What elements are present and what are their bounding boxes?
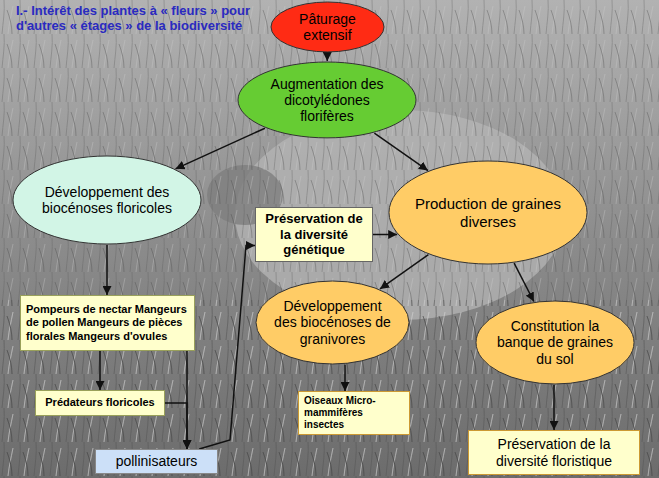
connector-arrow	[344, 364, 346, 391]
text-block: Développement des biocénoses de granivor…	[274, 298, 392, 346]
node-text: Augmentation des dicotylédones florifère…	[259, 76, 396, 124]
node-text: Pompeurs de nectar Mangeurs de pollen Ma…	[26, 303, 189, 343]
diagram-title: I.- Intérêt des plantes à « fleurs » pou…	[16, 4, 256, 34]
note-box: Préservation de la diversité génétique	[255, 207, 373, 262]
connector-arrow	[373, 234, 397, 236]
text-block: Augmentation des dicotylédones florifère…	[259, 76, 396, 124]
connector-arrow	[106, 245, 108, 295]
connector-arrow	[176, 128, 265, 169]
text-block: Développement des biocénoses floricoles	[35, 184, 179, 216]
start-ellipse: Pâturage extensif	[270, 1, 385, 53]
ellipse-shape	[238, 62, 416, 138]
ellipse-shape	[271, 2, 384, 52]
text-block: Préservation de la diversité floristique	[474, 436, 634, 470]
ellipse-shape	[13, 156, 201, 244]
connector-arrow	[199, 246, 255, 450]
node-text: Prédateurs floricoles	[41, 396, 159, 409]
node-text: Préservation de la diversité floristique	[474, 436, 634, 470]
connector-arrow	[514, 263, 534, 301]
node-text: Oiseaux Micro-mammifères insectes	[304, 395, 404, 431]
text-block: Préservation de la diversité génétique	[261, 211, 367, 258]
result-box: pollinisateurs	[95, 449, 218, 474]
connector-arrow	[186, 351, 188, 449]
connector-arrow	[165, 403, 187, 449]
node-text: Développement des biocénoses floricoles	[35, 184, 179, 216]
list-box: Prédateurs floricoles	[35, 390, 165, 416]
ellipse-shape	[256, 281, 409, 364]
connector-arrow	[380, 255, 428, 289]
connector-arrow	[99, 351, 101, 390]
connector-arrow	[553, 385, 555, 430]
process-ellipse: Développement des biocénoses de granivor…	[255, 280, 410, 365]
process-ellipse: Augmentation des dicotylédones florifère…	[237, 61, 417, 139]
text-block: Production de graines diverses	[412, 195, 564, 230]
node-text: Pâturage extensif	[284, 11, 371, 43]
list-box: Pompeurs de nectar Mangeurs de pollen Ma…	[20, 295, 195, 351]
process-ellipse: Constitution la banque de graines du sol	[475, 300, 635, 385]
node-text: Production de graines diverses	[412, 195, 564, 230]
connector-arrow	[374, 133, 428, 170]
text-block: Prédateurs floricoles	[41, 396, 159, 409]
process-ellipse: Développement des biocénoses floricoles	[12, 155, 202, 245]
text-block: Pâturage extensif	[284, 11, 371, 43]
node-text: Constitution la banque de graines du sol	[494, 318, 616, 366]
node-text: Développement des biocénoses de granivor…	[274, 298, 392, 346]
text-block: Constitution la banque de graines du sol	[494, 318, 616, 366]
node-text: pollinisateurs	[101, 453, 212, 470]
connector-arrow	[327, 53, 329, 61]
list-box: Oiseaux Micro-mammifères insectes	[298, 391, 410, 435]
text-block: pollinisateurs	[101, 453, 212, 470]
text-block: Oiseaux Micro-mammifères insectes	[304, 395, 404, 431]
process-ellipse: Production de graines diverses	[388, 160, 588, 265]
text-block: Pompeurs de nectar Mangeurs de pollen Ma…	[26, 303, 189, 343]
result-box: Préservation de la diversité floristique	[468, 430, 640, 475]
ellipse-shape	[389, 161, 587, 264]
node-text: Préservation de la diversité génétique	[261, 211, 367, 258]
ellipse-shape	[476, 301, 634, 384]
